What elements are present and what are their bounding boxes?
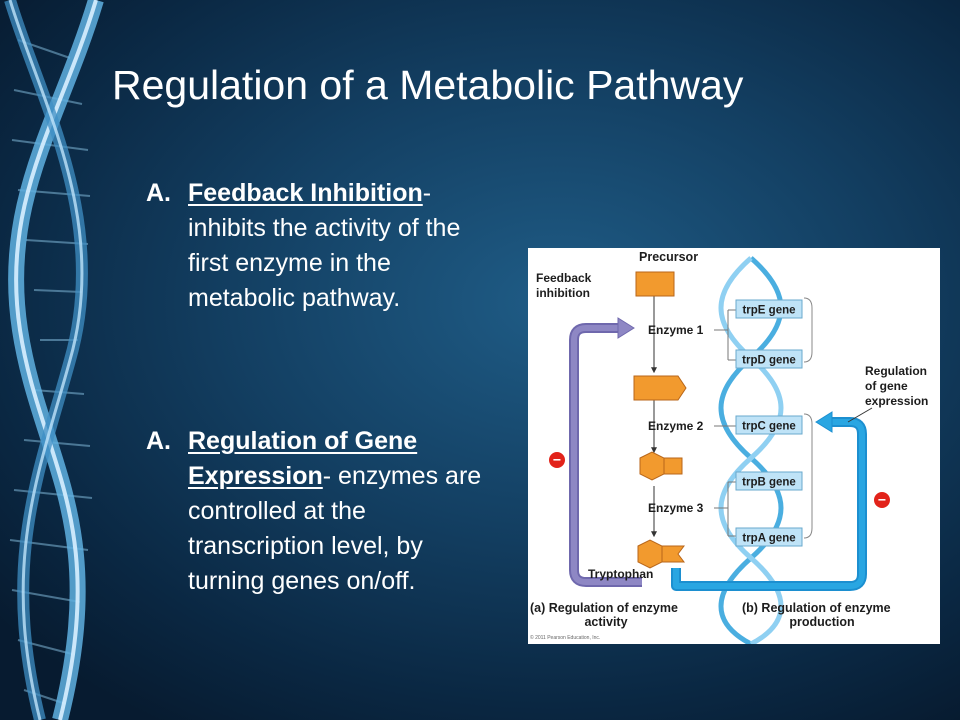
feedback-arrow <box>571 325 642 585</box>
diagram-svg: trpE gene trpD gene trpC gene trpB gene … <box>530 250 928 644</box>
minus-sign: − <box>878 492 886 508</box>
caption-a-line2: activity <box>584 615 627 629</box>
bullet-text: - inhibits the activity of the first enz… <box>188 179 461 312</box>
gene-box-trpA <box>735 527 803 547</box>
tryptophan-pathway-diagram: trpE gene trpD gene trpC gene trpB gene … <box>528 248 940 644</box>
regulation-arrow-head <box>815 411 833 433</box>
enzyme2-label: Enzyme 2 <box>648 419 704 433</box>
regulation-label-line1: Regulation <box>865 364 927 378</box>
regulation-label-line2: of gene <box>865 379 908 393</box>
feedback-label-line2: inhibition <box>536 286 590 300</box>
intermediate-shape-1 <box>633 375 687 401</box>
feedback-arrow-outline <box>569 323 642 587</box>
gene-box-trpE <box>735 299 803 319</box>
gene-box-trpD <box>735 349 803 369</box>
gene-box-trpC <box>735 415 803 435</box>
regulation-label-line3: expression <box>865 394 928 408</box>
intermediate-shape-2b <box>663 457 683 475</box>
enzyme-connectors <box>714 309 736 537</box>
bullet-marker: A. <box>146 427 171 455</box>
gene-label-trpC: trpC gene <box>742 421 796 433</box>
tryptophan-shape <box>637 539 663 569</box>
intermediate-shape-2 <box>639 451 665 481</box>
enzyme3-label: Enzyme 3 <box>648 501 704 515</box>
slide-title: Regulation of a Metabolic Pathway <box>112 62 744 108</box>
bullet-marker: A. <box>146 179 171 207</box>
copyright-notice: © 2011 Pearson Education, Inc. <box>530 634 600 641</box>
precursor-shape <box>635 271 675 297</box>
feedback-label-line1: Feedback <box>536 271 592 285</box>
regulation-arrow <box>673 419 865 589</box>
precursor-label: Precursor <box>639 250 698 264</box>
feedback-arrow-head <box>617 317 635 339</box>
gene-box-trpB <box>735 471 803 491</box>
bullet-text: - enzymes are controlled at the transcri… <box>188 462 482 595</box>
bullet-body: Regulation of Gene Expression- enzymes a… <box>188 424 488 599</box>
gene-label-trpE: trpE gene <box>742 305 795 317</box>
minus-sign: − <box>553 452 561 468</box>
enzyme1-label: Enzyme 1 <box>648 323 704 337</box>
gene-bracket <box>803 297 813 363</box>
caption-b-line1: (b) Regulation of enzyme <box>742 601 891 615</box>
dna-helix-decoration <box>4 0 104 720</box>
tryptophan-shape-b <box>661 545 685 563</box>
gene-label-trpA: trpA gene <box>742 533 795 545</box>
gene-label-trpB: trpB gene <box>742 477 796 489</box>
inhibition-badge-regulation <box>874 492 890 508</box>
bullet-term: Regulation of Gene Expression <box>188 427 418 490</box>
tryptophan-label: Tryptophan <box>588 567 653 581</box>
caption-a-line1: (a) Regulation of enzyme <box>530 601 678 615</box>
caption-b-line2: production <box>789 615 854 629</box>
gene-label-trpD: trpD gene <box>742 355 796 367</box>
regulation-arrow-outline <box>671 417 867 591</box>
regulation-label-pointer <box>847 407 873 423</box>
bullet-term: Feedback Inhibition <box>188 179 423 207</box>
gene-bracket <box>803 413 813 539</box>
inhibition-badge-feedback <box>549 452 565 468</box>
bullet-body: Feedback Inhibition- inhibits the activi… <box>188 176 488 316</box>
